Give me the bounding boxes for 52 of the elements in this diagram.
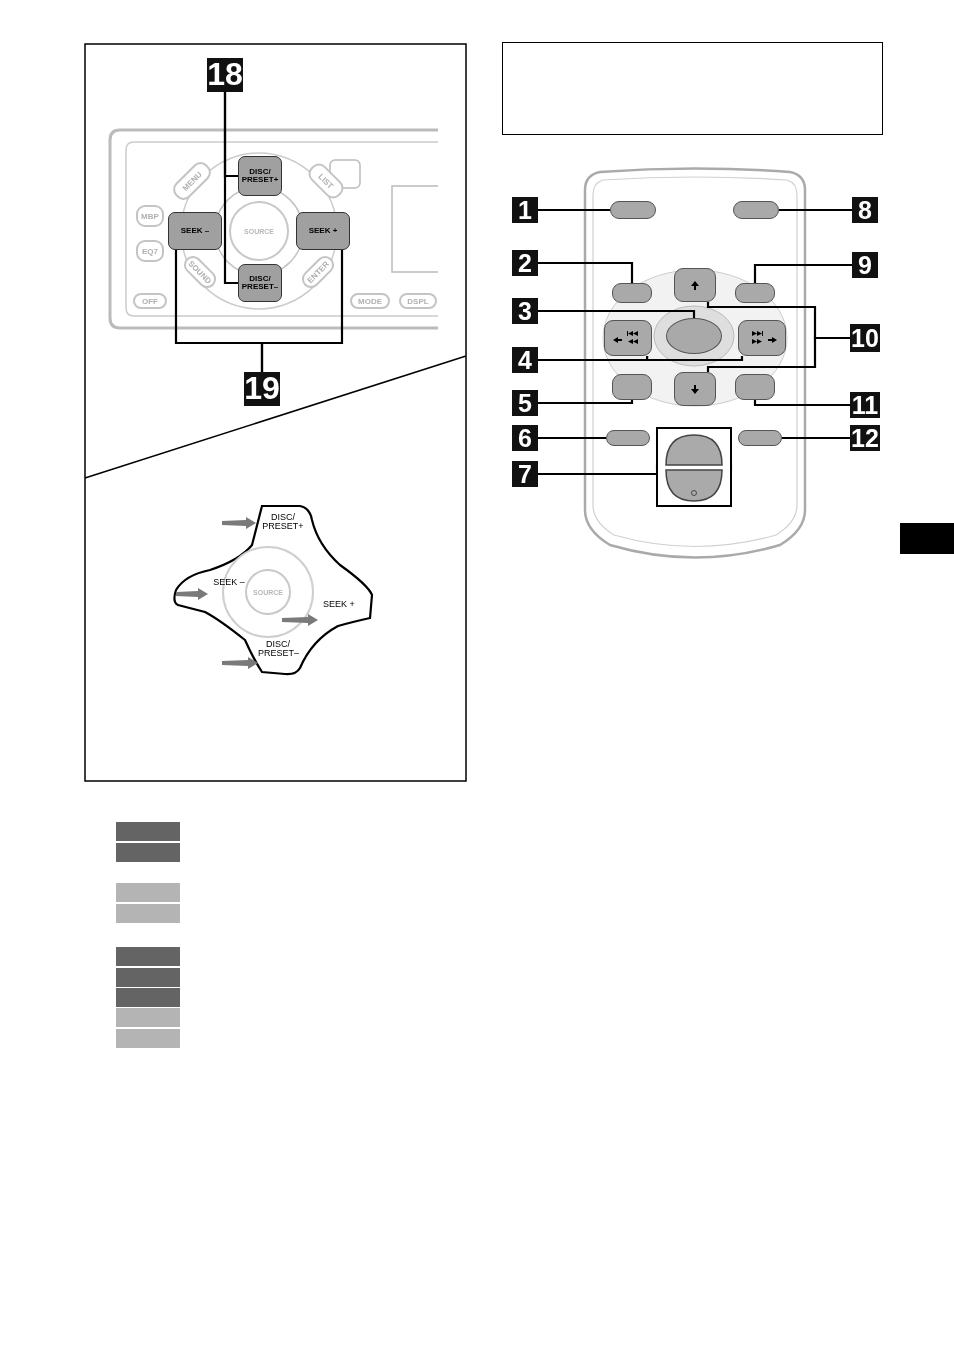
callout-number: 1 (512, 197, 538, 223)
button-label: SEEK – (212, 578, 246, 589)
callout-number: 12 (850, 425, 880, 451)
faceplate-button: MBP (136, 205, 164, 227)
faceplate-button: OFF (133, 293, 167, 309)
callout-number: 7 (512, 461, 538, 487)
dial-button: SEEK + (296, 212, 350, 250)
button-label: DISC/ PRESET– (258, 640, 298, 661)
remote-button (738, 320, 786, 356)
remote-button (735, 283, 775, 303)
remote-button (606, 430, 650, 446)
leader-line (753, 263, 852, 283)
callout-number: 10 (850, 324, 880, 352)
remote-button (604, 320, 652, 356)
callout-number: 18 (207, 58, 243, 92)
faceplate-button: MODE (350, 293, 390, 309)
remote-button (735, 374, 775, 400)
button-label: DISC/ PRESET+ (261, 513, 305, 534)
leader-line (260, 250, 344, 372)
callout-number: 4 (512, 347, 538, 373)
dial-button: DISC/ PRESET+ (238, 156, 282, 196)
leader-line (782, 436, 850, 440)
callout-number: 6 (512, 425, 538, 451)
leader-line (223, 92, 238, 285)
leader-line (538, 208, 610, 212)
leader-line (538, 472, 656, 476)
callout-number: 19 (244, 372, 280, 406)
button-label: SEEK + (322, 600, 356, 611)
leader-line (538, 436, 606, 440)
callout-number: 5 (512, 390, 538, 416)
remote-button (674, 372, 716, 406)
leader-line (538, 261, 634, 283)
leader-line (538, 309, 696, 318)
faceplate-button: EQ7 (136, 240, 164, 262)
callout-number: 2 (512, 250, 538, 276)
remote-button (612, 283, 652, 303)
remote-button (738, 430, 782, 446)
remote-button (610, 201, 656, 219)
remote-button (733, 201, 779, 219)
callout-number: 11 (850, 392, 880, 418)
dial-button: DISC/ PRESET– (238, 264, 282, 302)
dial-button: SEEK – (168, 212, 222, 250)
remote-button (612, 374, 652, 400)
faceplate-button: DSPL (399, 293, 437, 309)
callout-number: 3 (512, 298, 538, 324)
callout-number: 9 (852, 252, 878, 278)
leader-line (753, 400, 850, 407)
leader-line (538, 400, 634, 405)
volume-rocker (656, 427, 732, 507)
remote-button (674, 268, 716, 302)
leader-line (779, 208, 852, 212)
callout-number: 8 (852, 197, 878, 223)
